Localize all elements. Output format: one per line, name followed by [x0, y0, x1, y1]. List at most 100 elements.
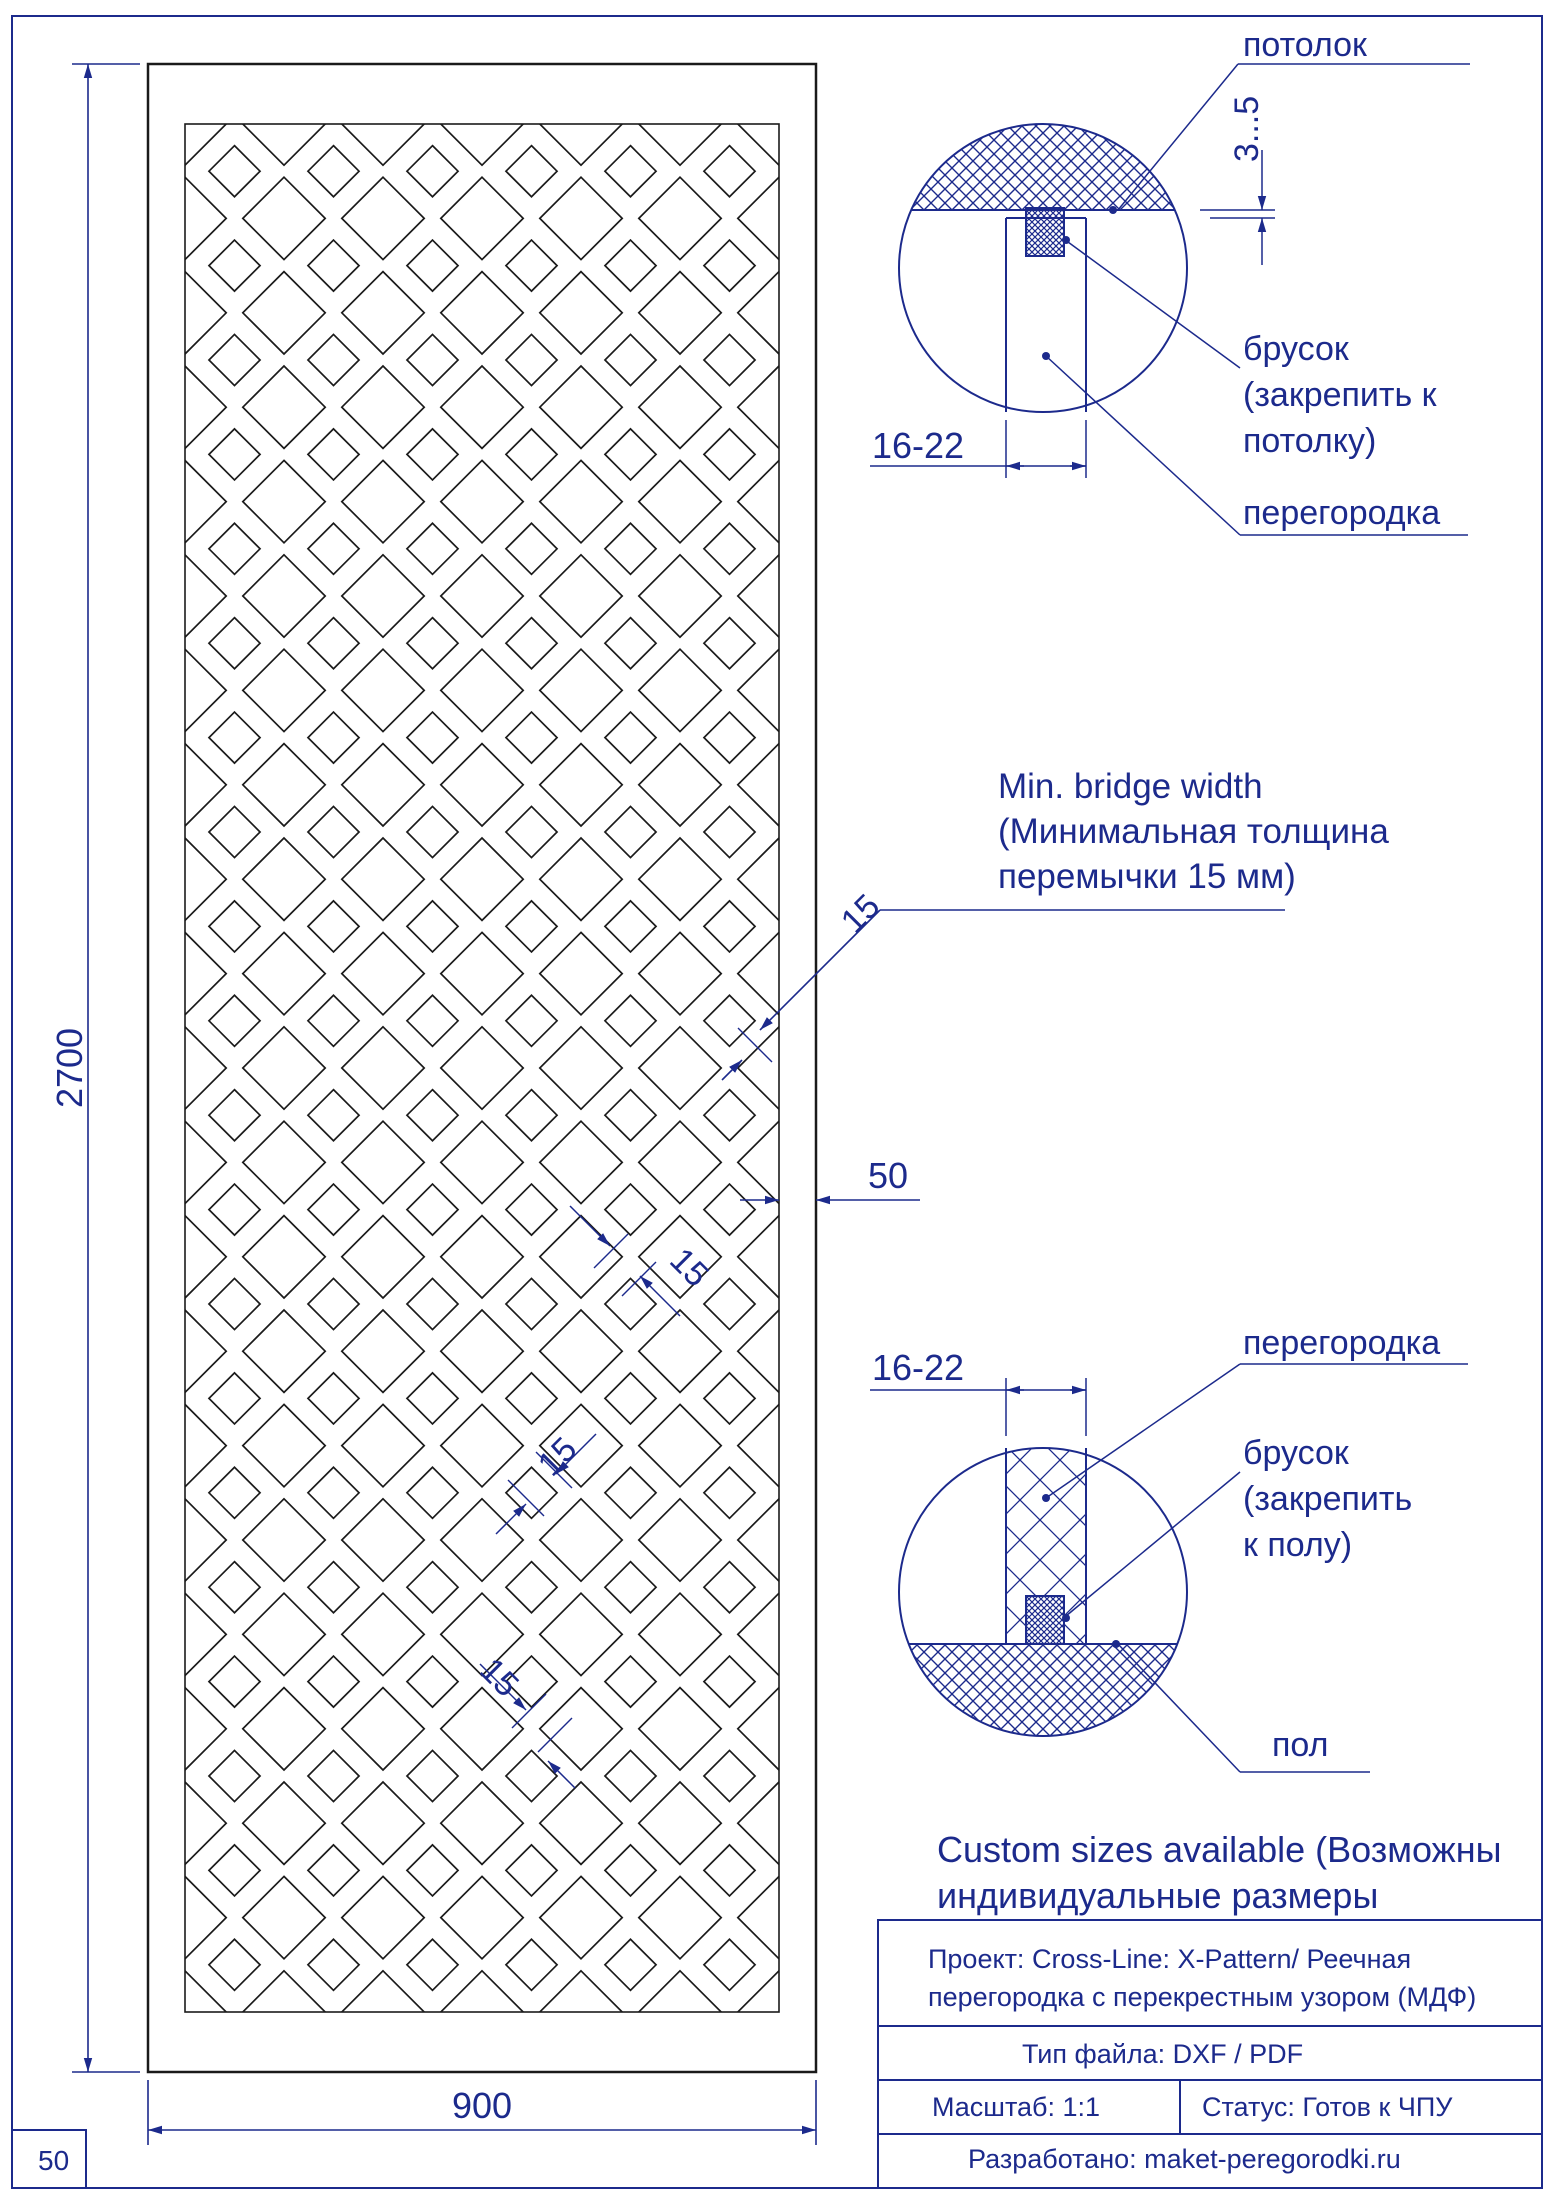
lattice-inner-diamond: [306, 144, 361, 198]
lattice-diamond: [340, 1969, 426, 2012]
lattice-inner-diamond: [306, 1088, 361, 1142]
lattice-diamond: [340, 1025, 426, 1111]
lattice-diamond: [340, 1403, 426, 1489]
lattice-diamond: [185, 459, 228, 545]
lattice-inner-diamond: [207, 1938, 262, 1992]
lattice-diamond: [637, 1875, 723, 1961]
lattice-inner-diamond: [603, 805, 658, 859]
lattice-inner-diamond: [504, 616, 559, 670]
lattice-diamond: [241, 1308, 327, 1394]
height-label: 2700: [49, 1028, 90, 1108]
lattice-diamond: [241, 1875, 327, 1961]
lattice-inner-diamond: [702, 1466, 757, 1520]
lattice-diamond: [439, 1025, 525, 1111]
floor-bar-label-3: к полу): [1243, 1526, 1352, 1564]
lattice-inner-diamond: [306, 616, 361, 670]
margin-dimension: 50: [740, 1155, 920, 1205]
lattice-diamond: [439, 931, 525, 1017]
lattice-inner-diamond: [207, 1466, 262, 1520]
lattice-diamond: [736, 459, 779, 545]
lattice-inner-diamond: [405, 899, 460, 954]
lattice-diamond: [736, 1591, 779, 1677]
lattice-inner-diamond: [306, 1749, 361, 1803]
ceiling-bar-label-1: брусок: [1243, 330, 1350, 368]
lattice-diamond: [736, 270, 779, 356]
lattice-inner-diamond: [603, 994, 658, 1048]
lattice-inner-diamond: [702, 1277, 757, 1331]
lattice-diamond: [439, 364, 525, 450]
lattice-diamond: [185, 1308, 228, 1394]
lattice-diamond: [185, 175, 228, 261]
lattice-diamond: [185, 1969, 228, 2012]
lattice-inner-diamond: [504, 805, 559, 859]
lattice-inner-diamond: [702, 427, 757, 482]
lattice-diamond: [241, 459, 327, 545]
lattice-inner-diamond: [207, 994, 262, 1048]
lattice-inner-diamond: [306, 1466, 361, 1520]
lattice-diamond: [439, 175, 525, 261]
lattice-inner-diamond: [306, 1371, 361, 1426]
lattice-inner-diamond: [702, 1654, 757, 1709]
lattice-inner-diamond: [306, 994, 361, 1048]
bridge-dim-2: 15: [662, 1241, 716, 1295]
corner-tag: 50: [11, 2129, 87, 2189]
lattice-diamond: [340, 124, 426, 167]
lattice-inner-diamond: [405, 144, 460, 198]
lattice-diamond: [340, 1119, 426, 1205]
lattice-inner-diamond: [207, 144, 262, 198]
lattice-diamond: [439, 1780, 525, 1866]
lattice-inner-diamond: [306, 522, 361, 576]
bridge-title: Min. bridge width: [998, 767, 1263, 806]
lattice-diamond: [637, 931, 723, 1017]
lattice-diamond: [736, 836, 779, 922]
lattice-diamond: [185, 1497, 228, 1583]
lattice-diamond: [241, 1780, 327, 1866]
lattice-diamond: [439, 124, 525, 167]
lattice-diamond: [340, 1591, 426, 1677]
lattice-diamond: [439, 1686, 525, 1772]
custom-sizes-line-2: индивидуальные размеры: [937, 1875, 1378, 1916]
lattice-inner-diamond: [405, 1466, 460, 1520]
lattice-diamond: [736, 931, 779, 1017]
lattice-diamond: [340, 270, 426, 356]
lattice-inner-diamond: [207, 427, 262, 482]
developer: Разработано: maket-peregorodki.ru: [968, 2144, 1401, 2174]
lattice-inner-diamond: [504, 144, 559, 198]
pattern-area-border: [184, 123, 780, 2013]
lattice-diamond: [185, 1591, 228, 1677]
lattice-inner-diamond: [603, 333, 658, 387]
lattice-diamond: [241, 364, 327, 450]
ceiling-bar: [1025, 207, 1065, 257]
lattice-inner-diamond: [603, 144, 658, 198]
lattice-inner-diamond: [702, 899, 757, 954]
lattice-diamond: [538, 647, 624, 733]
lattice-diamond: [439, 1119, 525, 1205]
lattice-diamond: [736, 1025, 779, 1111]
scale: Масштаб: 1:1: [932, 2092, 1100, 2122]
lattice-diamond: [340, 1686, 426, 1772]
lattice-diamond: [538, 124, 624, 167]
lattice-diamond: [637, 364, 723, 450]
lattice-diamond: [637, 1025, 723, 1111]
lattice-inner-diamond: [306, 1277, 361, 1331]
lattice-diamond: [185, 1686, 228, 1772]
lattice-inner-diamond: [504, 710, 559, 765]
lattice-inner-diamond: [405, 427, 460, 482]
lattice-inner-diamond: [207, 238, 262, 293]
width-label: 900: [452, 2085, 512, 2126]
cross-pattern: [185, 124, 779, 2012]
lattice-diamond: [538, 742, 624, 828]
lattice-diamond: [340, 647, 426, 733]
lattice-diamond: [241, 553, 327, 639]
lattice-inner-diamond: [207, 616, 262, 670]
lattice-diamond: [736, 647, 779, 733]
lattice-diamond: [439, 459, 525, 545]
lattice-diamond: [538, 1308, 624, 1394]
lattice-inner-diamond: [207, 1371, 262, 1426]
lattice-diamond: [185, 1780, 228, 1866]
lattice-diamond: [538, 175, 624, 261]
floor-partition-label: перегородка: [1243, 1324, 1440, 1362]
lattice-inner-diamond: [207, 899, 262, 954]
lattice-inner-diamond: [405, 1654, 460, 1709]
lattice-diamond: [538, 1403, 624, 1489]
